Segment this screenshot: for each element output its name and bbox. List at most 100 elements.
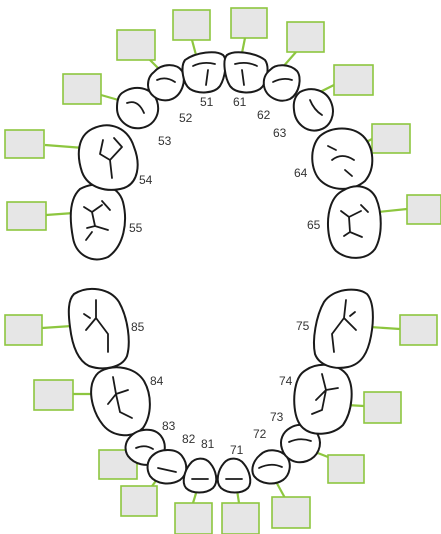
label-box-61[interactable]	[230, 7, 268, 39]
label-box-74[interactable]	[363, 391, 402, 424]
label-box-73[interactable]	[327, 454, 365, 484]
leader-51	[190, 39, 198, 56]
tooth-number-82: 82	[182, 432, 196, 446]
label-box-52[interactable]	[116, 29, 156, 61]
tooth-number-65: 65	[307, 218, 321, 232]
tooth-number-64: 64	[294, 166, 308, 180]
tooth-crown-71	[216, 457, 252, 494]
tooth-number-71: 71	[230, 443, 244, 457]
tooth-number-63: 63	[273, 126, 287, 140]
tooth-fissure-64	[327, 145, 355, 177]
leader-54	[44, 143, 85, 150]
tooth-number-81: 81	[201, 437, 215, 451]
label-box-54[interactable]	[4, 129, 45, 159]
label-box-85[interactable]	[4, 314, 43, 346]
tooth-crown-63	[292, 88, 334, 132]
tooth-fissure-75	[331, 299, 357, 353]
label-box-55[interactable]	[6, 201, 47, 231]
tooth-number-84: 84	[150, 374, 164, 388]
tooth-85: 85	[4, 287, 145, 370]
label-box-62[interactable]	[286, 21, 325, 53]
tooth-number-52: 52	[179, 111, 193, 125]
tooth-54: 54	[4, 124, 153, 191]
tooth-number-53: 53	[158, 134, 172, 148]
tooth-65: 65	[307, 185, 441, 259]
tooth-64: 64	[294, 123, 411, 190]
tooth-number-85: 85	[131, 320, 145, 334]
tooth-fissure-53	[126, 101, 145, 114]
tooth-fissure-85	[83, 299, 109, 353]
label-box-72[interactable]	[271, 496, 311, 529]
tooth-84: 84	[33, 366, 164, 437]
label-box-82[interactable]	[120, 485, 158, 517]
tooth-52: 52	[116, 29, 193, 125]
tooth-crown-81	[182, 457, 218, 494]
tooth-fissure-51	[192, 61, 216, 86]
tooth-number-61: 61	[233, 95, 247, 109]
tooth-crown-54	[77, 124, 139, 191]
leader-65	[377, 207, 408, 214]
tooth-number-73: 73	[270, 410, 284, 424]
tooth-crown-51	[181, 51, 227, 94]
label-box-63[interactable]	[333, 64, 374, 96]
tooth-crown-72	[251, 449, 291, 485]
leader-55	[45, 211, 75, 217]
leader-75	[369, 325, 401, 331]
label-box-81[interactable]	[174, 502, 213, 534]
label-box-64[interactable]	[371, 123, 411, 154]
tooth-fissure-74	[311, 373, 339, 415]
tooth-crown-65	[327, 185, 382, 259]
tooth-55: 55	[6, 183, 143, 261]
tooth-crown-82	[146, 449, 188, 485]
tooth-fissure-62	[272, 77, 293, 83]
label-box-53[interactable]	[62, 73, 102, 105]
tooth-crown-74	[293, 363, 353, 435]
tooth-crown-75	[313, 288, 374, 369]
tooth-fissure-54	[99, 137, 123, 179]
tooth-73: 73	[270, 410, 365, 484]
tooth-74: 74	[279, 363, 402, 435]
tooth-61: 61	[223, 7, 269, 109]
tooth-number-51: 51	[200, 95, 214, 109]
tooth-75: 75	[296, 288, 438, 369]
tooth-crown-62	[262, 64, 301, 102]
tooth-fissure-61	[234, 61, 258, 86]
tooth-72: 72	[251, 427, 311, 529]
tooth-71: 71	[216, 443, 260, 534]
label-box-84[interactable]	[33, 379, 74, 411]
tooth-number-54: 54	[139, 173, 153, 187]
tooth-number-83: 83	[162, 419, 176, 433]
tooth-fissure-73	[288, 438, 312, 443]
tooth-fissure-63	[309, 99, 323, 116]
tooth-81: 81	[174, 437, 218, 534]
tooth-fissure-52	[156, 77, 176, 83]
tooth-number-55: 55	[129, 221, 143, 235]
tooth-82: 82	[120, 432, 196, 517]
tooth-fissure-55	[83, 200, 111, 241]
tooth-fissure-84	[107, 376, 133, 419]
label-box-51[interactable]	[172, 9, 211, 41]
tooth-number-75: 75	[296, 319, 310, 333]
tooth-fissure-72	[258, 463, 283, 469]
tooth-fissure-82	[157, 467, 177, 473]
tooth-fissure-83	[135, 445, 154, 450]
label-box-65[interactable]	[406, 194, 441, 225]
tooth-crown-61	[223, 51, 269, 94]
label-box-71[interactable]	[221, 502, 260, 534]
tooth-62: 62	[257, 21, 325, 122]
tooth-crown-84	[90, 366, 151, 437]
tooth-51: 51	[172, 9, 227, 109]
tooth-crown-52	[147, 64, 185, 102]
tooth-number-62: 62	[257, 108, 271, 122]
label-box-75[interactable]	[399, 314, 438, 346]
leader-85	[41, 324, 73, 330]
tooth-number-72: 72	[253, 427, 267, 441]
tooth-crown-64	[311, 127, 374, 190]
tooth-number-74: 74	[279, 374, 293, 388]
tooth-63: 63	[273, 64, 374, 140]
leader-61	[240, 37, 247, 54]
tooth-crown-55	[69, 183, 126, 261]
tooth-crown-85	[67, 287, 130, 370]
